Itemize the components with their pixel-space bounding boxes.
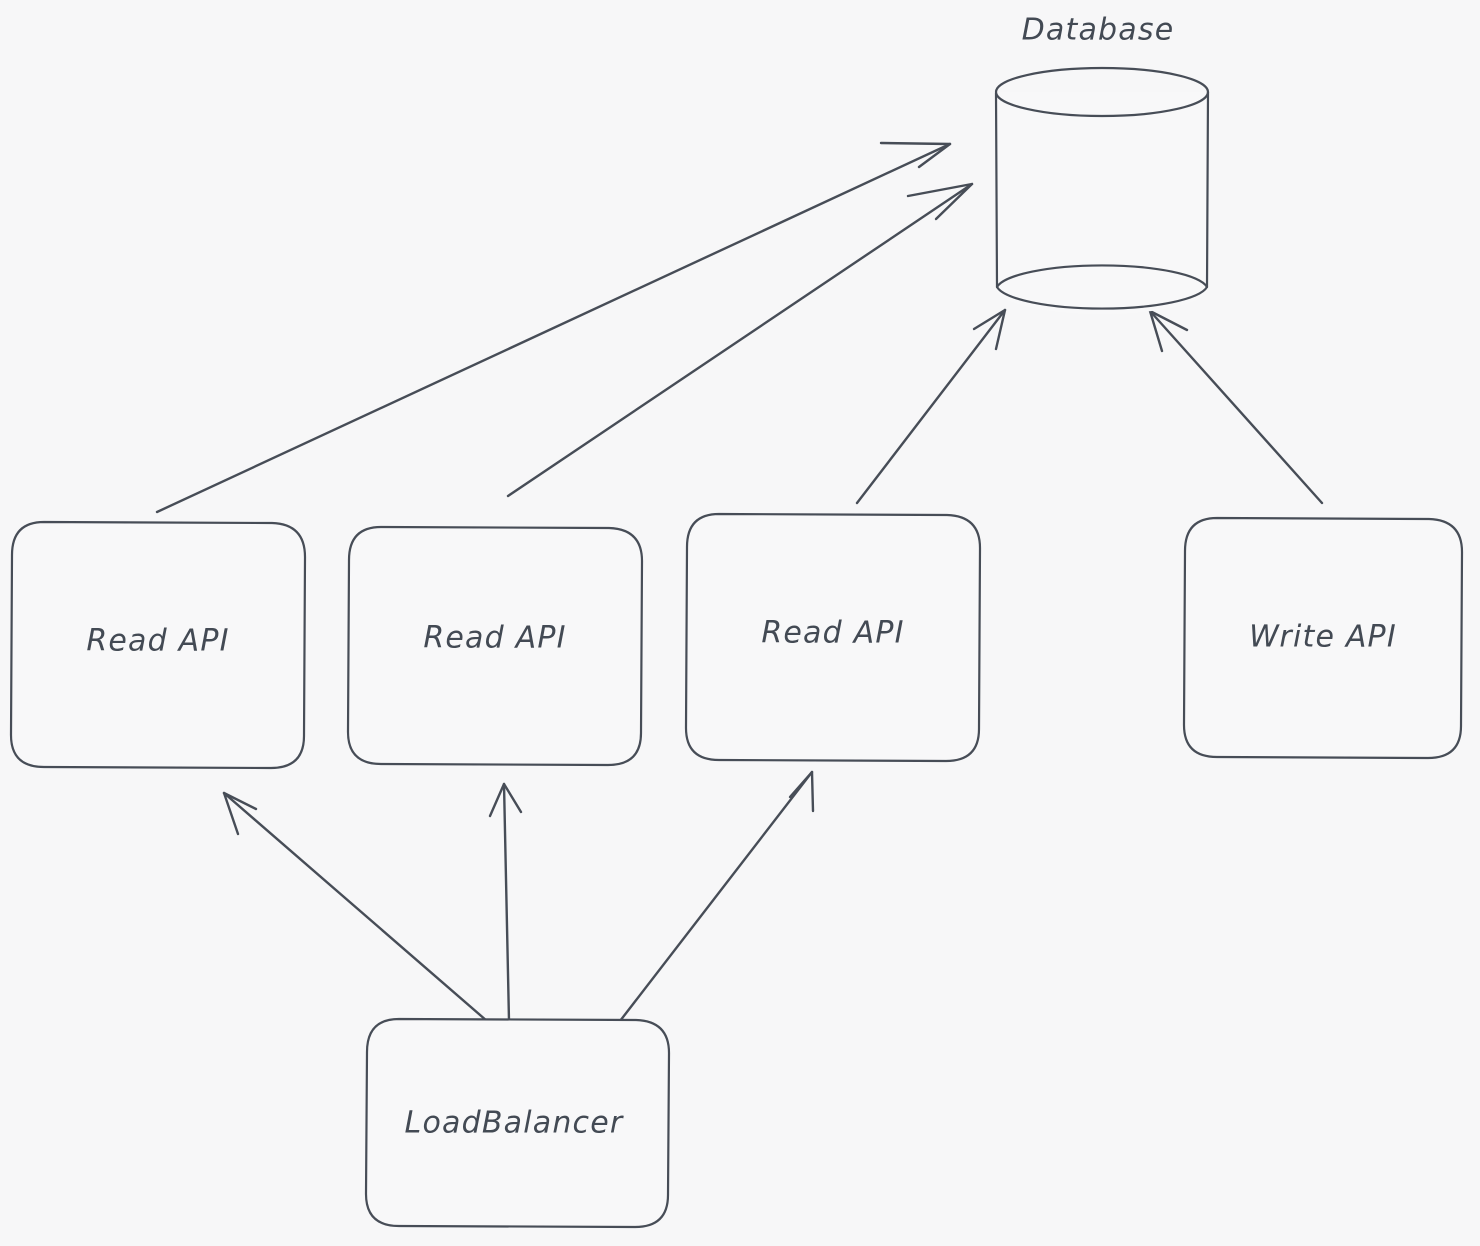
node-loadbalancer[interactable]: LoadBalancer [364,1017,671,1229]
arrowhead-icon [222,791,258,836]
edge-loadbalancer-to-read-api-1[interactable] [222,791,489,1023]
cylinder-body-fill [996,92,1208,314]
edge-read-api-2-to-database[interactable] [506,182,974,498]
node-label: Read API [423,621,566,656]
node-label: Read API [86,624,229,659]
cylinder-left-wall [994,91,999,289]
node-read-api-2[interactable]: Read API [346,525,644,767]
node-write-api[interactable]: Write API [1182,516,1464,760]
edge-line [506,182,974,498]
cylinder-top-ellipse [994,66,1210,118]
cylinder-right-wall [1205,90,1210,289]
rounded-rect-shape [1182,516,1464,760]
arrowhead-icon [879,141,952,169]
node-label: Read API [761,616,904,651]
edge-line [155,142,952,514]
arrowhead-icon [1148,309,1189,353]
arrowhead-icon [906,182,974,221]
node-label: LoadBalancer [405,1106,624,1141]
rounded-rect-shape [684,512,982,763]
node-read-api-1[interactable]: Read API [9,520,307,770]
rounded-rect-shape [364,1017,671,1229]
cylinder-bottom-arc [995,264,1209,310]
arrowhead-icon [972,308,1007,351]
edge-line [222,791,489,1023]
edge-loadbalancer-to-read-api-3[interactable] [618,770,815,1023]
node-read-api-3[interactable]: Read API [684,512,982,763]
database-title-label: Database [1022,13,1175,48]
arrowhead-icon [788,770,815,813]
edge-line [855,308,1007,505]
edge-read-api-1-to-database[interactable] [155,141,952,514]
edge-line [618,770,814,1023]
rounded-rect-shape [9,520,307,770]
edge-loadbalancer-to-read-api-2[interactable] [488,782,523,1023]
rounded-rect-shape [346,525,644,767]
arrowhead-icon [488,782,523,818]
edge-write-api-to-database[interactable] [1148,309,1324,505]
edge-line [1148,309,1324,505]
edge-read-api-3-to-database[interactable] [855,308,1007,505]
edge-line [502,782,511,1023]
node-database[interactable]: Database [994,13,1210,315]
node-label: Write API [1249,620,1397,655]
